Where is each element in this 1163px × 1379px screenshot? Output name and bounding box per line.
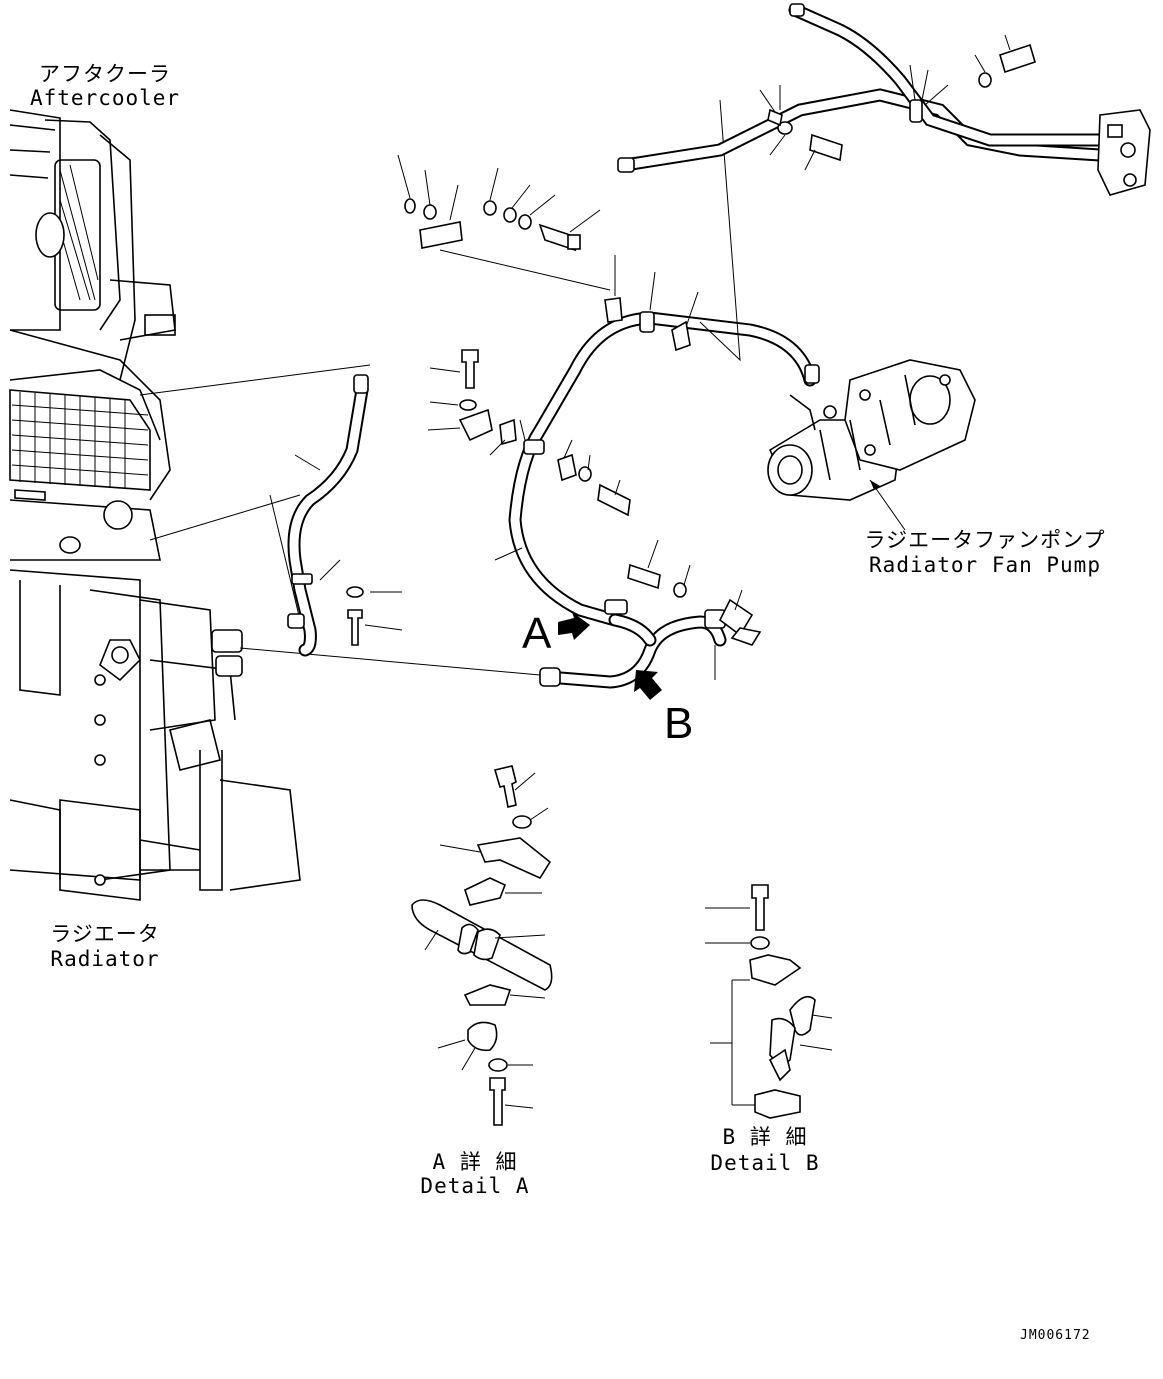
aftercooler-label-jp: アフタクーラ (39, 62, 171, 86)
radiator-label-jp: ラジエータ (50, 922, 160, 946)
radiator-assembly (9, 109, 301, 901)
detail-b-label-jp: B 詳 細 (722, 1125, 808, 1149)
detail-a-label-jp: A 詳 細 (432, 1150, 518, 1174)
drawing-code: JM006172 (1020, 1328, 1091, 1343)
hose-center (508, 311, 820, 689)
valve-block (1097, 109, 1151, 196)
hose-upper (617, 3, 1107, 173)
fan-pump-label-jp: ラジエータファンポンプ (864, 528, 1106, 552)
aftercooler-label-en: Aftercooler (30, 86, 181, 110)
fan-pump (767, 359, 976, 501)
hardware-top (397, 34, 1036, 352)
hose-left (287, 374, 369, 657)
hardware-middle (427, 349, 762, 680)
radiator-label-en: Radiator (50, 947, 160, 971)
fan-pump-label-en: Radiator Fan Pump (869, 553, 1101, 577)
arrow-b-label: B (664, 699, 694, 748)
detail-a-label-en: Detail A (420, 1174, 530, 1198)
arrow-a-icon (558, 612, 590, 640)
detail-b-drawing (705, 884, 833, 1119)
arrow-a-label: A (522, 609, 552, 658)
arrow-b-icon (634, 670, 662, 700)
detail-b-label-en: Detail B (710, 1151, 820, 1175)
detail-a-drawing (411, 765, 553, 1126)
